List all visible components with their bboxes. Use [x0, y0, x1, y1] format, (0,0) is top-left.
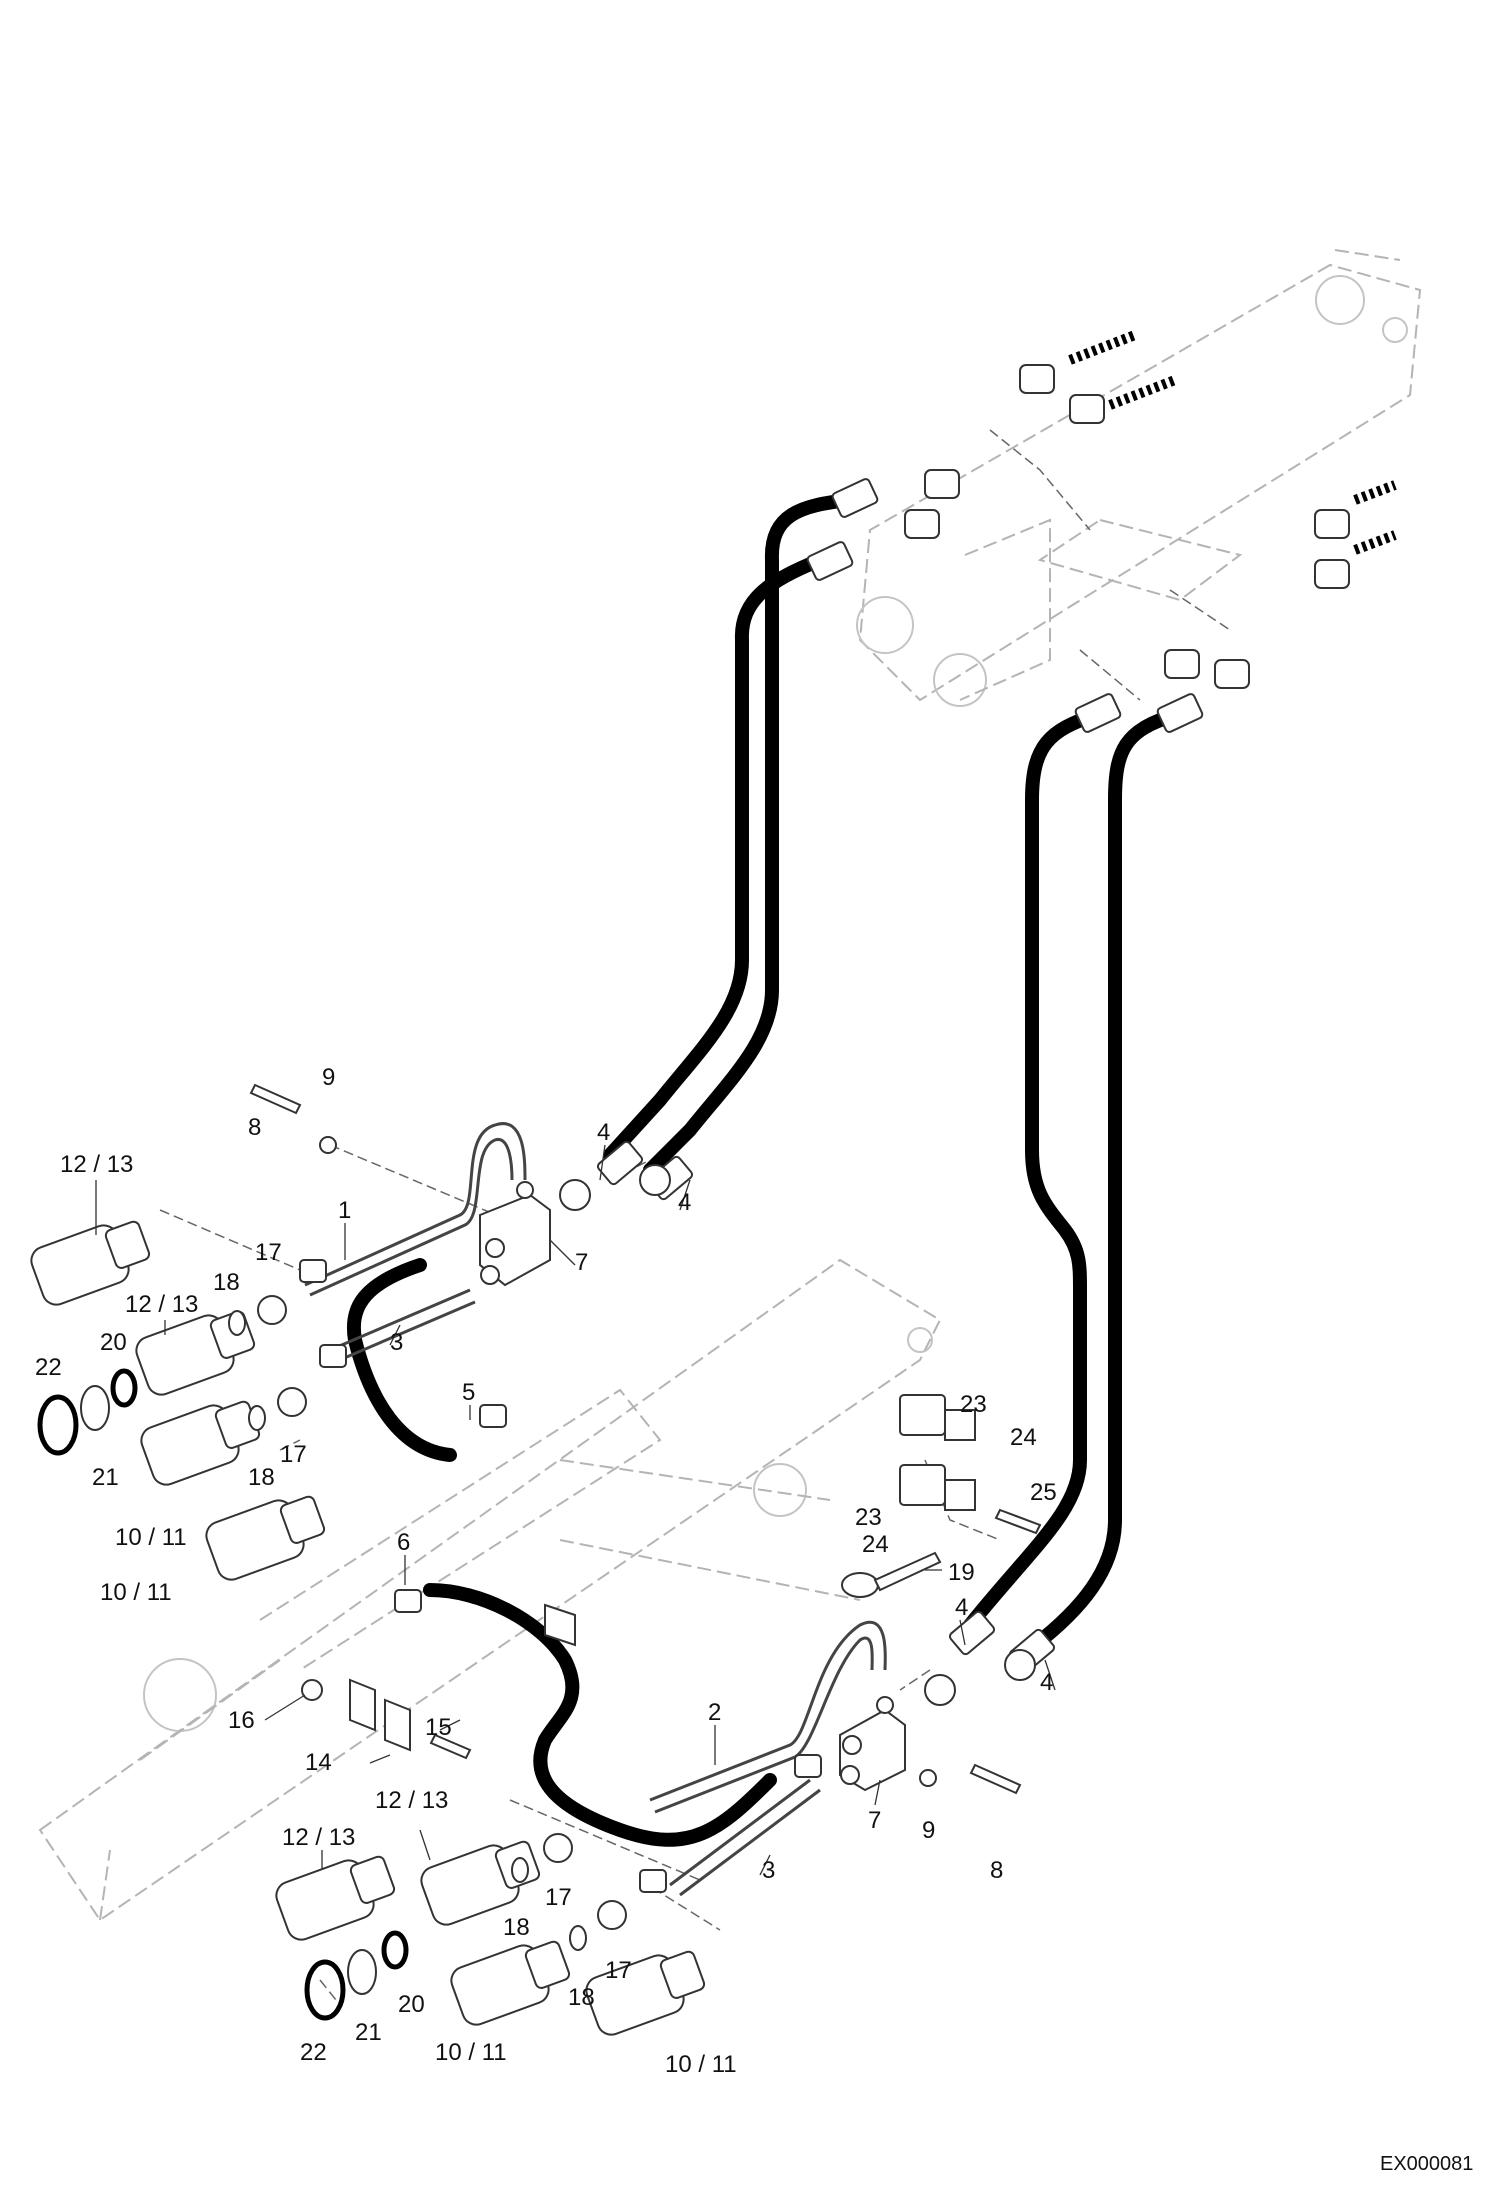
boom-outline-upper: [856, 249, 1422, 707]
quick-coupling-upper-4: [205, 1495, 326, 1581]
callout-part-7: 7: [868, 1807, 881, 1834]
callout-part-22: 22: [35, 1354, 62, 1381]
valve-block-lower: [839, 1696, 906, 1792]
callout-part-5: 5: [462, 1379, 475, 1406]
callout-part-17: 17: [280, 1441, 307, 1468]
callout-part-17: 17: [605, 1957, 632, 1984]
callout-part-4: 4: [678, 1189, 691, 1216]
drawing-code: EX000081: [1380, 2153, 1473, 2175]
callout-part-12-13: 12 / 13: [125, 1291, 198, 1318]
callout-part-4: 4: [597, 1119, 610, 1146]
wrench-tool: [841, 1551, 942, 1598]
callout-part-12-13: 12 / 13: [282, 1824, 355, 1851]
callout-part-22: 22: [300, 2039, 327, 2066]
callout-part-1: 1: [338, 1197, 351, 1224]
callout-part-24: 24: [1010, 1424, 1037, 1451]
callout-leaders: [95, 1144, 1056, 1876]
callout-part-12-13: 12 / 13: [60, 1151, 133, 1178]
callout-part-20: 20: [398, 1991, 425, 2018]
callout-part-14: 14: [305, 1749, 332, 1776]
quick-coupling-lower-3: [450, 1940, 571, 2026]
quick-coupling-lower-1: [275, 1855, 396, 1941]
callout-labels: 1 2 3 3 4 4 4 4 5 6 7 7 8 8 9 9 10 / 11 …: [35, 1064, 1057, 2078]
quick-coupling-upper-3: [140, 1400, 261, 1486]
hose-fittings: [299, 364, 1350, 1893]
callout-part-10-11: 10 / 11: [115, 1524, 187, 1551]
callout-part-6: 6: [397, 1529, 410, 1556]
callout-part-8: 8: [990, 1857, 1003, 1884]
callout-part-18: 18: [568, 1984, 595, 2011]
callout-part-9: 9: [922, 1817, 935, 1844]
callout-part-3: 3: [390, 1329, 403, 1356]
callout-part-10-11: 10 / 11: [435, 2039, 507, 2066]
callout-part-12-13: 12 / 13: [375, 1787, 448, 1814]
callout-part-17: 17: [545, 1884, 572, 1911]
callout-part-15: 15: [425, 1714, 452, 1741]
callout-part-23: 23: [960, 1391, 987, 1418]
boom-outline-lower: [38, 1258, 942, 1922]
callout-part-7: 7: [575, 1249, 588, 1276]
bolts-and-washers: [249, 1083, 1042, 1795]
callout-part-23: 23: [855, 1504, 882, 1531]
callout-part-4: 4: [955, 1594, 968, 1621]
callout-part-16: 16: [228, 1707, 255, 1734]
callout-part-18: 18: [213, 1269, 240, 1296]
quick-coupling-upper-1: [30, 1220, 151, 1306]
callout-part-21: 21: [355, 2019, 382, 2046]
callout-part-2: 2: [708, 1699, 721, 1726]
seal-rings-lower: [304, 1833, 627, 2021]
callout-part-25: 25: [1030, 1479, 1057, 1506]
callout-part-19: 19: [948, 1559, 975, 1586]
callout-part-24: 24: [862, 1531, 889, 1558]
callout-part-10-11: 10 / 11: [100, 1579, 172, 1606]
callout-part-18: 18: [503, 1914, 530, 1941]
hoses: [346, 493, 1182, 1847]
callout-part-17: 17: [255, 1239, 282, 1266]
callout-part-8: 8: [248, 1114, 261, 1141]
rigid-pipes: [304, 1122, 887, 1897]
callout-part-4: 4: [1040, 1669, 1053, 1696]
callout-part-10-11: 10 / 11: [665, 2051, 737, 2078]
hose-ends-hatched: [1068, 330, 1397, 555]
seal-rings-upper: [37, 1295, 307, 1456]
quick-coupling-lower-4: [585, 1950, 706, 2036]
callout-part-3: 3: [762, 1857, 775, 1884]
pipe-clamps: [899, 1394, 976, 1511]
valve-block-upper: [479, 1181, 551, 1287]
callout-part-21: 21: [92, 1464, 119, 1491]
callout-part-20: 20: [100, 1329, 127, 1356]
callout-part-9: 9: [322, 1064, 335, 1091]
callout-part-18: 18: [248, 1464, 275, 1491]
